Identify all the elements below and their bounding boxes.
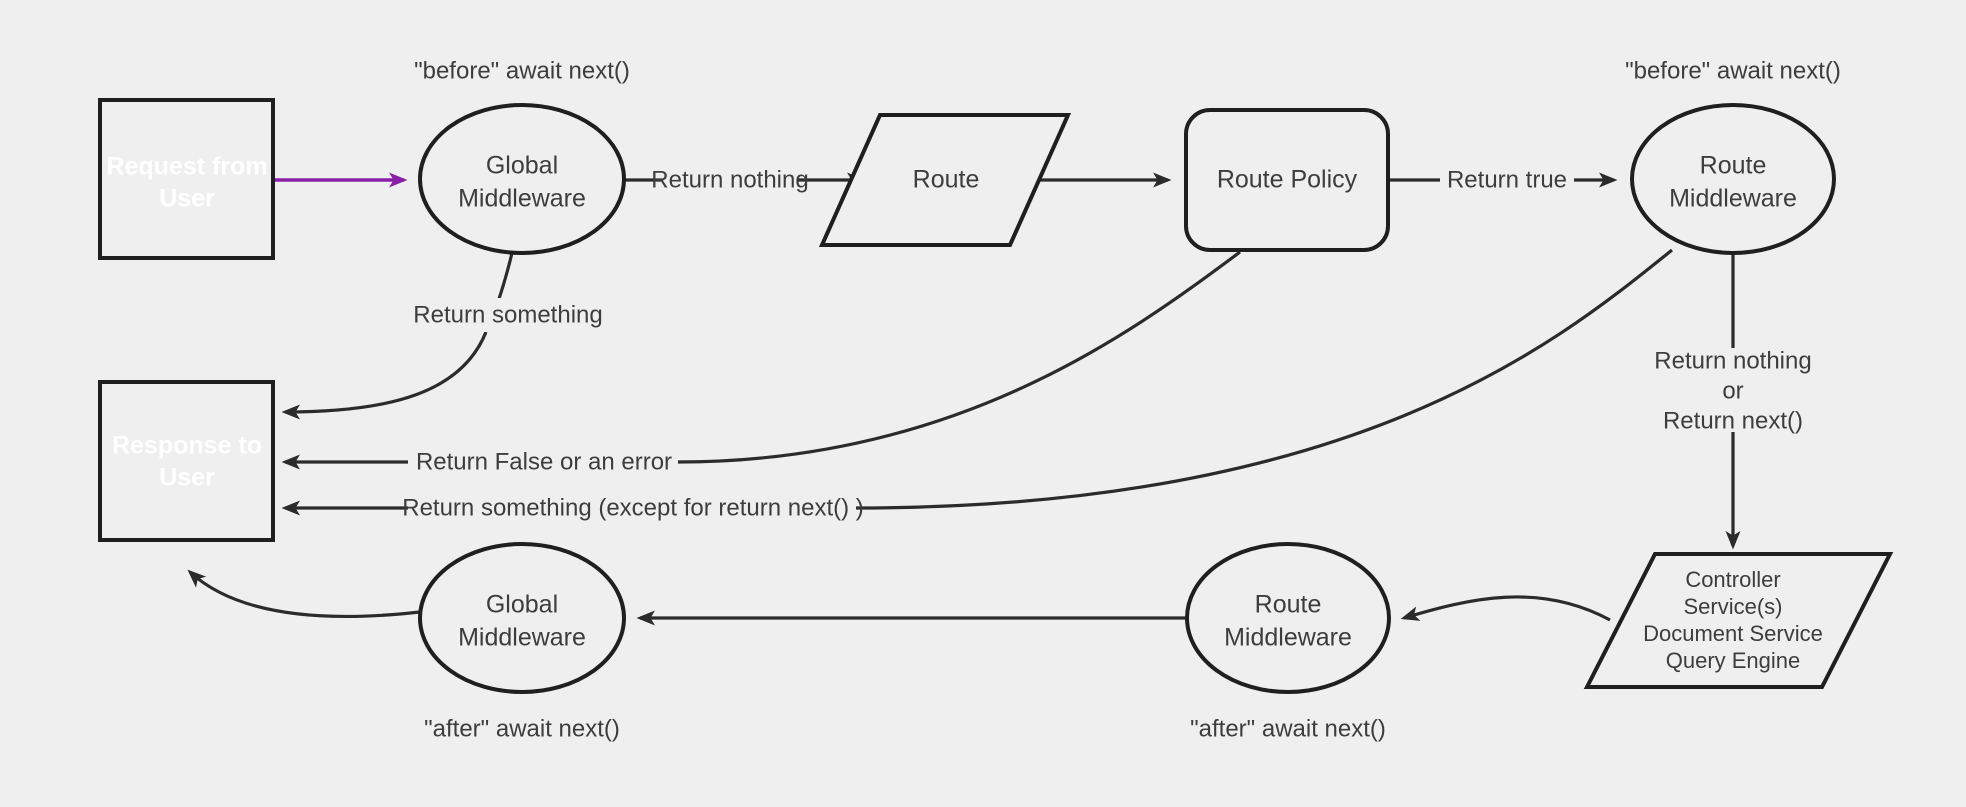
node-route[interactable] <box>818 113 1072 247</box>
node-handler-label-line3: Document Service <box>1643 621 1823 646</box>
node-route-middleware-after-label-line1: Route <box>1255 591 1322 619</box>
node-global-middleware-after-label-line2: Middleware <box>458 624 586 652</box>
node-response-to-user-label-line2: User <box>159 464 215 492</box>
edge-global-middleware-after-to-response <box>187 569 421 619</box>
node-handler-label-line2: Service(s) <box>1683 594 1782 619</box>
node-request-from-user[interactable] <box>98 98 275 260</box>
node-route-middleware-before-label-line1: Route <box>1700 152 1767 180</box>
node-global-middleware-before-label-line2: Middleware <box>458 185 586 213</box>
node-global-middleware-before-label-line1: Global <box>486 152 558 180</box>
node-handler-services[interactable] <box>1583 552 1894 689</box>
node-global-middleware-after[interactable] <box>418 542 626 694</box>
node-route-middleware-after-label-line2: Middleware <box>1224 624 1352 652</box>
node-global-middleware-before[interactable] <box>418 103 626 255</box>
edge-label-return-false-or-error: Return False or an error <box>416 448 672 475</box>
label-backdrop-return-nothing <box>662 164 798 196</box>
annotation-after-global-middleware: "after" await next() <box>424 715 620 742</box>
edge-label-return-something: Return something <box>413 301 602 328</box>
annotation-after-route-middleware: "after" await next() <box>1190 715 1386 742</box>
edge-label-return-something-except-next: Return something (except for return next… <box>402 494 864 521</box>
edge-label-return-next: Return next() <box>1663 407 1803 434</box>
edge-global-middleware-return-something <box>281 331 488 420</box>
edge-global-middleware-return-stub <box>496 252 514 303</box>
edge-label-return-nothing: Return nothing <box>651 166 808 193</box>
label-backdrop-return-something-except <box>410 492 856 525</box>
annotation-before-global-middleware: "before" await next() <box>414 57 630 84</box>
edge-label-return-nothing-down: Return nothing <box>1654 347 1811 374</box>
edge-route-middleware-return-something-curve <box>855 248 1674 510</box>
node-handler-label-line4: Query Engine <box>1666 648 1801 673</box>
node-handler-label-line1: Controller <box>1685 567 1780 592</box>
node-route-middleware-after[interactable] <box>1185 542 1391 694</box>
edge-route-policy-return-false-curve <box>677 250 1241 464</box>
node-global-middleware-after-label-line1: Global <box>486 591 558 619</box>
node-route-policy[interactable] <box>1184 108 1390 252</box>
node-route-policy-label: Route Policy <box>1217 166 1358 194</box>
node-response-to-user[interactable] <box>98 380 275 542</box>
label-backdrop-return-nothing-or-next <box>1645 348 1823 432</box>
node-request-from-user-label-line1: Request from <box>106 153 267 181</box>
node-route-middleware-before-label-line2: Middleware <box>1669 185 1797 213</box>
node-request-from-user-label-line2: User <box>159 185 215 213</box>
edge-label-or: or <box>1722 377 1743 404</box>
label-backdrop-return-false <box>410 446 678 479</box>
label-backdrop-return-true <box>1440 164 1574 196</box>
edge-label-return-true: Return true <box>1447 166 1567 193</box>
node-response-to-user-label-line1: Response to <box>112 432 262 460</box>
label-backdrop-return-something <box>408 298 608 332</box>
annotation-before-route-middleware: "before" await next() <box>1625 57 1841 84</box>
node-route-middleware-before[interactable] <box>1630 103 1836 255</box>
edge-handler-to-route-middleware-after <box>1400 595 1611 622</box>
node-route-label: Route <box>913 166 980 194</box>
